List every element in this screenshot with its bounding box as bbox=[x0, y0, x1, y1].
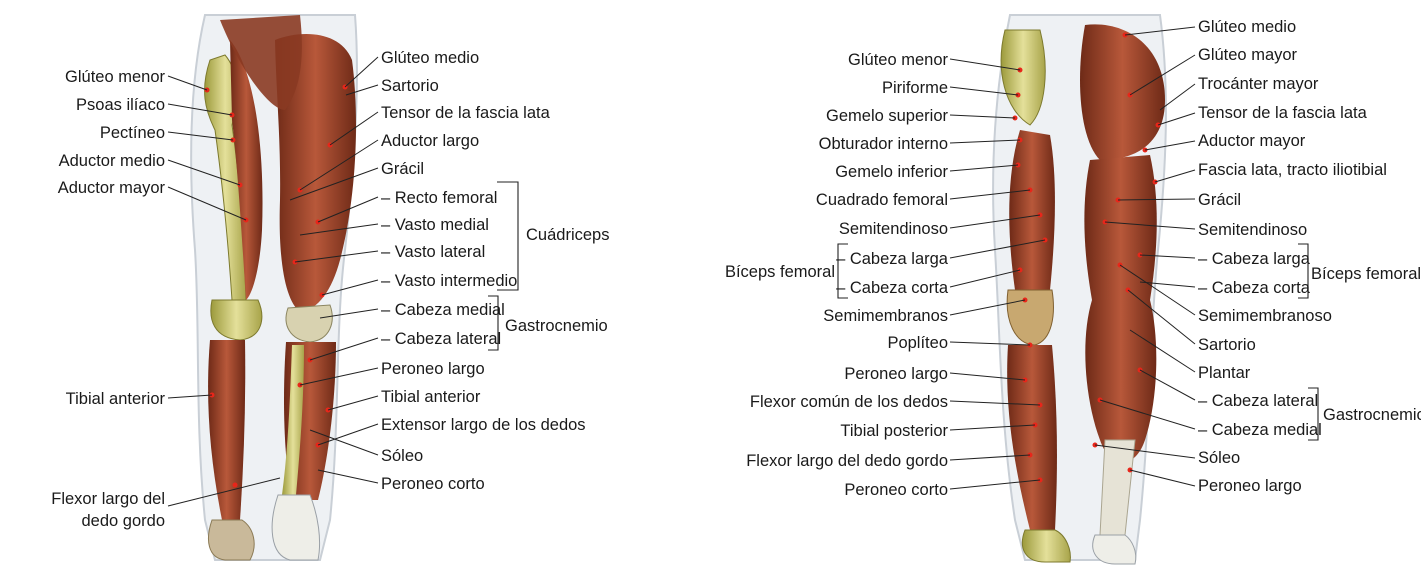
label-posterior-semimembranos: Semimembranos bbox=[823, 307, 948, 325]
posterior-foot-right bbox=[1092, 534, 1137, 565]
posterior-thigh-left bbox=[1009, 130, 1055, 290]
label-anterior-extensor-largo: Extensor largo de los dedos bbox=[381, 416, 586, 434]
label-posterior-piriforme: Piriforme bbox=[882, 79, 948, 97]
label-anterior-cuadriceps: Cuádriceps bbox=[526, 226, 609, 244]
label-posterior-gluteo-mayor: Glúteo mayor bbox=[1198, 46, 1298, 64]
anterior-leaders-right bbox=[289, 56, 379, 484]
label-anterior-vasto-lateral: – Vasto lateral bbox=[381, 243, 485, 261]
anterior-labels-left: Glúteo menor Psoas ilíaco Pectíneo Aduct… bbox=[51, 68, 165, 530]
posterior-leaders-left bbox=[949, 58, 1046, 490]
label-posterior-cuadrado-femoral: Cuadrado femoral bbox=[816, 191, 948, 209]
label-posterior-semimembranoso: Semimembranoso bbox=[1198, 307, 1332, 325]
label-posterior-fascia-lata-tracto: Fascia lata, tracto iliotibial bbox=[1198, 161, 1387, 179]
posterior-legs-illustration bbox=[992, 14, 1167, 565]
label-anterior-tibial-anterior-right: Tibial anterior bbox=[381, 388, 481, 406]
label-posterior-gluteo-menor: Glúteo menor bbox=[848, 51, 948, 69]
label-anterior-flexor-largo-line2: dedo gordo bbox=[82, 512, 166, 530]
label-anterior-vasto-intermedio: – Vasto intermedio bbox=[381, 272, 517, 290]
label-anterior-cabeza-medial: – Cabeza medial bbox=[381, 301, 505, 319]
posterior-calf-left bbox=[1007, 345, 1057, 530]
label-anterior-psoas-iliaco: Psoas ilíaco bbox=[76, 96, 165, 114]
label-posterior-gluteo-medio: Glúteo medio bbox=[1198, 18, 1296, 36]
label-posterior-tensor-fascia-lata: Tensor de la fascia lata bbox=[1198, 104, 1368, 122]
label-anterior-flexor-largo-line1: Flexor largo del bbox=[51, 490, 165, 508]
label-anterior-gluteo-menor: Glúteo menor bbox=[65, 68, 165, 86]
anterior-labels-right: Glúteo medio Sartorio Tensor de la fasci… bbox=[381, 49, 609, 493]
posterior-labels-left: Glúteo menor Piriforme Gemelo superior O… bbox=[725, 51, 949, 499]
label-posterior-cabeza-corta-left: – Cabeza corta bbox=[836, 279, 949, 297]
label-posterior-cabeza-larga-left: – Cabeza larga bbox=[836, 250, 949, 268]
posterior-labels-right: Glúteo medio Glúteo mayor Trocánter mayo… bbox=[1198, 18, 1421, 495]
label-anterior-cabeza-lateral: – Cabeza lateral bbox=[381, 330, 501, 348]
label-anterior-sartorio: Sartorio bbox=[381, 77, 439, 95]
label-posterior-peroneo-corto: Peroneo corto bbox=[844, 481, 948, 499]
label-posterior-peroneo-largo-right: Peroneo largo bbox=[1198, 477, 1302, 495]
label-posterior-plantar: Plantar bbox=[1198, 364, 1251, 382]
label-posterior-peroneo-largo-left: Peroneo largo bbox=[844, 365, 948, 383]
anterior-thigh-muscle-right bbox=[275, 34, 356, 313]
posterior-gluteus-maximus bbox=[1080, 24, 1165, 160]
label-anterior-gluteo-medio: Glúteo medio bbox=[381, 49, 479, 67]
posterior-calf-right bbox=[1085, 300, 1157, 463]
posterior-biceps-bracket-right bbox=[1298, 243, 1309, 299]
posterior-foot-left bbox=[1021, 529, 1071, 563]
label-anterior-peroneo-corto: Peroneo corto bbox=[381, 475, 485, 493]
label-anterior-gastrocnemio: Gastrocnemio bbox=[505, 317, 608, 335]
label-posterior-cabeza-larga-right: – Cabeza larga bbox=[1198, 250, 1311, 268]
posterior-leaders-right bbox=[1094, 26, 1196, 487]
label-anterior-aductor-mayor: Aductor mayor bbox=[58, 179, 166, 197]
anterior-gastrocnemius-bracket bbox=[488, 295, 499, 351]
posterior-knee-left bbox=[1006, 289, 1054, 346]
anterior-thigh-muscle-left bbox=[230, 40, 263, 300]
label-posterior-obturador-interno: Obturador interno bbox=[819, 135, 948, 153]
label-posterior-cabeza-lateral: – Cabeza lateral bbox=[1198, 392, 1318, 410]
label-posterior-flexor-comun: Flexor común de los dedos bbox=[750, 393, 948, 411]
anterior-quadriceps-bracket bbox=[497, 181, 519, 291]
label-posterior-semitendinoso-right: Semitendinoso bbox=[1198, 221, 1307, 239]
label-posterior-gastrocnemio: Gastrocnemio bbox=[1323, 406, 1421, 424]
anterior-tibia-bone-right bbox=[282, 345, 304, 495]
anterior-foot-left bbox=[208, 519, 255, 561]
anterior-leaders-left bbox=[167, 75, 281, 507]
label-anterior-pectineo: Pectíneo bbox=[100, 124, 165, 142]
label-posterior-flexor-largo-dedo-gordo: Flexor largo del dedo gordo bbox=[746, 452, 948, 470]
label-posterior-gracil: Grácil bbox=[1198, 191, 1241, 209]
label-posterior-popliteo: Poplíteo bbox=[887, 334, 948, 352]
label-posterior-biceps-femoral-left: Bíceps femoral bbox=[725, 263, 835, 281]
anterior-knee-right bbox=[285, 304, 333, 343]
label-anterior-gracil: Grácil bbox=[381, 160, 424, 178]
label-anterior-recto-femoral: – Recto femoral bbox=[381, 189, 497, 207]
label-anterior-aductor-medio: Aductor medio bbox=[59, 152, 165, 170]
label-anterior-soleo: Sóleo bbox=[381, 447, 423, 465]
label-posterior-trocanter-mayor: Trocánter mayor bbox=[1198, 75, 1319, 93]
anterior-legs-illustration bbox=[190, 14, 358, 561]
anterior-foot-right bbox=[271, 494, 321, 561]
label-posterior-gemelo-inferior: Gemelo inferior bbox=[835, 163, 948, 181]
label-posterior-cabeza-medial: – Cabeza medial bbox=[1198, 421, 1322, 439]
label-posterior-semitendinoso-left: Semitendinoso bbox=[839, 220, 948, 238]
posterior-thigh-right bbox=[1084, 155, 1157, 300]
label-anterior-aductor-largo: Aductor largo bbox=[381, 132, 479, 150]
label-posterior-gemelo-superior: Gemelo superior bbox=[826, 107, 948, 125]
label-posterior-sartorio: Sartorio bbox=[1198, 336, 1256, 354]
posterior-biceps-bracket-left bbox=[837, 243, 848, 299]
anterior-pelvis bbox=[220, 15, 302, 110]
anterior-tibia-muscle-left bbox=[208, 340, 246, 520]
label-anterior-tensor-fascia-lata: Tensor de la fascia lata bbox=[381, 104, 551, 122]
label-posterior-tibial-posterior: Tibial posterior bbox=[840, 422, 948, 440]
label-posterior-aductor-mayor: Aductor mayor bbox=[1198, 132, 1306, 150]
label-anterior-tibial-anterior: Tibial anterior bbox=[66, 390, 166, 408]
label-posterior-biceps-femoral-right: Bíceps femoral bbox=[1311, 265, 1421, 283]
posterior-gastrocnemius-bracket bbox=[1308, 387, 1319, 441]
label-anterior-vasto-medial: – Vasto medial bbox=[381, 216, 489, 234]
label-posterior-soleo: Sóleo bbox=[1198, 449, 1240, 467]
label-posterior-cabeza-corta-right: – Cabeza corta bbox=[1198, 279, 1311, 297]
label-anterior-peroneo-largo: Peroneo largo bbox=[381, 360, 485, 378]
